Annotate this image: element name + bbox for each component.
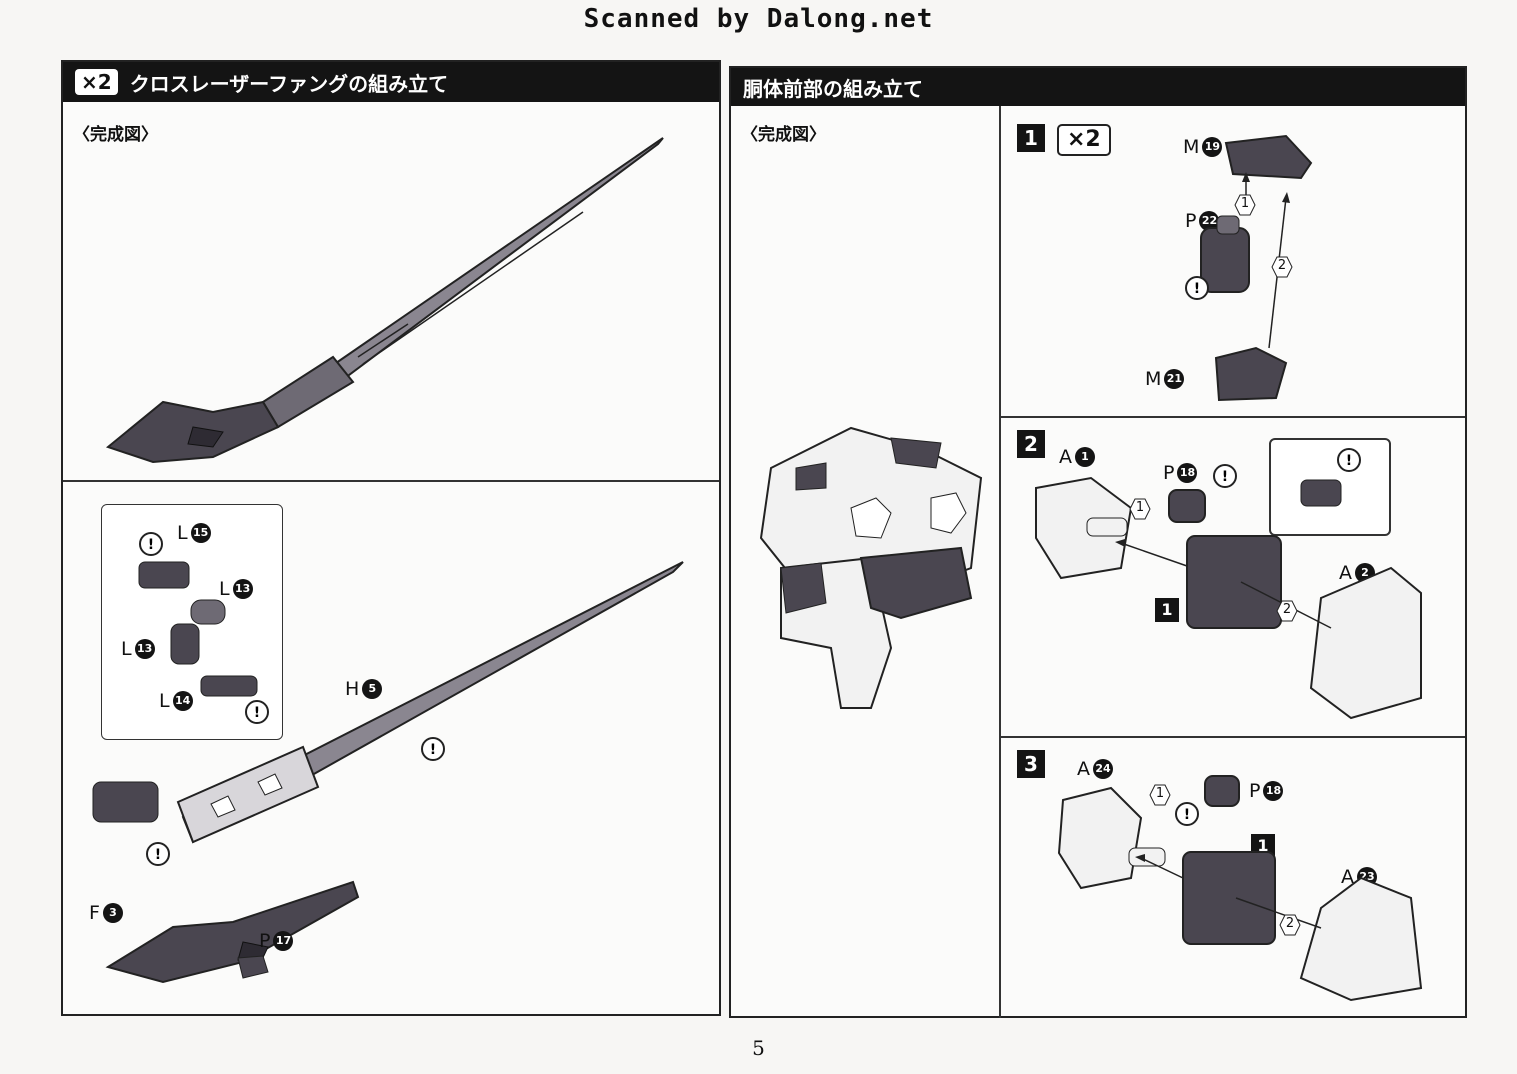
step-1-multiplier: ×2 bbox=[1057, 124, 1111, 156]
callout-parts-illustration: ! ! bbox=[138, 532, 269, 724]
svg-text:!: ! bbox=[1222, 469, 1228, 485]
order-marker-1 bbox=[1234, 194, 1256, 216]
order-number: 2 bbox=[1282, 602, 1292, 617]
order-number: 2 bbox=[1277, 258, 1287, 273]
watermark: Scanned by Dalong.net bbox=[583, 4, 934, 34]
order-marker-2 bbox=[1279, 914, 1301, 936]
left-panel-header: ×2 クロスレーザーファングの組み立て bbox=[63, 62, 719, 102]
step-divider bbox=[1001, 416, 1465, 418]
step-1-illustration: ! bbox=[1185, 134, 1313, 402]
section-divider bbox=[63, 480, 719, 482]
order-number: 1 bbox=[1155, 786, 1165, 801]
order-number: 1 bbox=[1240, 196, 1250, 211]
order-number: 1 bbox=[1135, 500, 1145, 515]
exploded-sword-illustration: ! ! bbox=[92, 561, 684, 984]
completed-torso-illustration bbox=[759, 426, 983, 709]
order-number: 2 bbox=[1285, 916, 1295, 931]
order-marker-1 bbox=[1149, 784, 1171, 806]
svg-text:!: ! bbox=[1184, 807, 1190, 823]
svg-text:!: ! bbox=[1346, 453, 1352, 469]
step-2-badge: 2 bbox=[1017, 430, 1045, 458]
multiplier-badge: ×2 bbox=[75, 69, 118, 95]
order-marker-2 bbox=[1276, 600, 1298, 622]
left-panel-title: クロスレーザーファングの組み立て bbox=[129, 71, 449, 96]
completed-label: 〈完成図〉 bbox=[73, 125, 158, 145]
column-divider bbox=[999, 106, 1001, 1018]
order-marker-2 bbox=[1271, 256, 1293, 278]
sub-assembly-ref: 1 bbox=[1155, 598, 1179, 622]
svg-text:!: ! bbox=[155, 847, 161, 863]
completed-label: 〈完成図〉 bbox=[741, 125, 826, 145]
page-number: 5 bbox=[752, 1036, 765, 1060]
step-divider bbox=[1001, 736, 1465, 738]
step-3-illustration: ! bbox=[1057, 775, 1423, 1002]
completed-sword-illustration bbox=[105, 137, 664, 464]
svg-text:!: ! bbox=[430, 742, 436, 758]
step-2-illustration: ! ! bbox=[1035, 448, 1422, 720]
right-panel-header: 胴体前部の組み立て bbox=[731, 68, 1465, 106]
svg-text:!: ! bbox=[148, 537, 154, 553]
order-marker-1 bbox=[1129, 498, 1151, 520]
svg-text:!: ! bbox=[1194, 281, 1200, 297]
step-1-badge: 1 bbox=[1017, 124, 1045, 152]
svg-text:!: ! bbox=[254, 705, 260, 721]
step-3-badge: 3 bbox=[1017, 750, 1045, 778]
right-panel-title: 胴体前部の組み立て bbox=[743, 76, 923, 101]
